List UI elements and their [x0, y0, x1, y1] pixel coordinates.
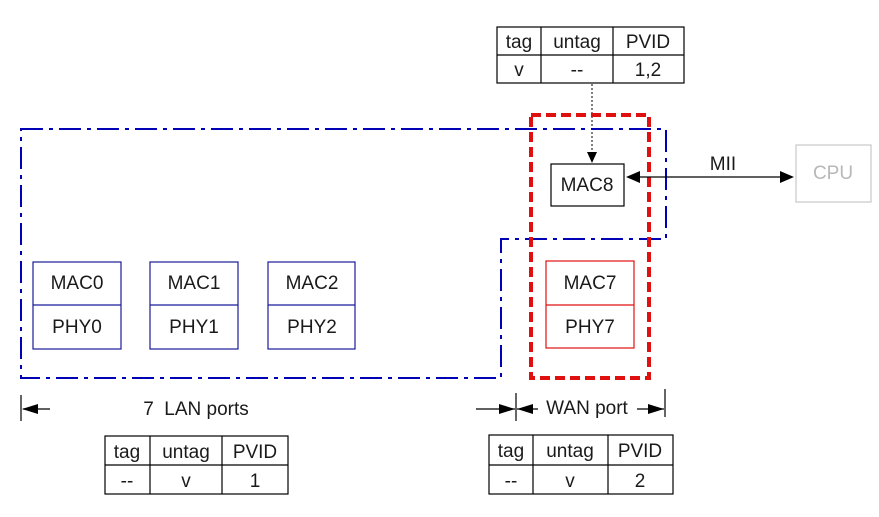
table-header-untag: untag	[553, 32, 601, 53]
table-cell-untag: v	[565, 471, 575, 492]
arrow-left-icon	[626, 171, 640, 183]
table-cell-pvid: 2	[635, 471, 646, 492]
wan-group-outline	[529, 113, 651, 380]
lan-ports-vlan-table: tag untag PVID -- v 1	[104, 435, 289, 495]
arrow-left-icon	[22, 404, 38, 414]
phy-label: PHY7	[565, 317, 615, 338]
wan-port: MAC7 PHY7	[545, 260, 635, 349]
mac-label: MAC1	[168, 273, 221, 294]
lan-port-0: MAC0 PHY0	[32, 261, 122, 350]
lan-span-dimension: 7 LAN ports	[20, 395, 515, 421]
table-header-untag: untag	[546, 441, 594, 462]
phy-label: PHY0	[52, 317, 102, 338]
mii-link: MII	[626, 154, 794, 183]
cpu-label: CPU	[813, 163, 853, 184]
table-header-pvid: PVID	[618, 441, 662, 462]
cpu-box: CPU	[795, 144, 872, 203]
arrow-left-icon	[517, 404, 533, 414]
wan-port-vlan-table: tag untag PVID -- v 2	[488, 434, 674, 495]
mac8-label: MAC8	[561, 175, 614, 196]
wan-span-dimension: WAN port	[515, 389, 666, 421]
mac-label: MAC0	[51, 273, 104, 294]
lan-port-2: MAC2 PHY2	[267, 261, 356, 350]
table-header-pvid: PVID	[233, 442, 277, 463]
mac8-box: MAC8	[550, 163, 625, 207]
table-cell-tag: v	[514, 60, 524, 81]
table-cell-tag: --	[121, 471, 134, 492]
mac-label: MAC7	[564, 273, 617, 294]
lan-span-label: 7 LAN ports	[143, 399, 249, 420]
lan-port-1: MAC1 PHY1	[149, 261, 239, 350]
table-cell-pvid: 1,2	[635, 60, 661, 81]
arrow-right-icon	[648, 404, 664, 414]
arrow-down-icon	[587, 152, 597, 163]
table-header-tag: tag	[498, 441, 524, 462]
table-header-tag: tag	[114, 442, 140, 463]
phy-label: PHY1	[169, 317, 219, 338]
table-header-pvid: PVID	[626, 32, 670, 53]
arrow-right-icon	[780, 171, 794, 183]
table-cell-untag: v	[181, 471, 191, 492]
cpu-port-vlan-table: tag untag PVID v -- 1,2	[496, 26, 685, 84]
table-cell-tag: --	[505, 471, 518, 492]
table-cell-untag: --	[571, 60, 584, 81]
table-header-untag: untag	[162, 442, 210, 463]
lan-group-outline	[20, 128, 667, 379]
phy-label: PHY2	[287, 317, 337, 338]
mac-label: MAC2	[286, 273, 339, 294]
table-cell-pvid: 1	[250, 471, 261, 492]
table-header-tag: tag	[506, 32, 532, 53]
mii-label: MII	[710, 154, 736, 175]
arrow-right-icon	[499, 404, 515, 414]
wan-span-label: WAN port	[546, 398, 628, 419]
